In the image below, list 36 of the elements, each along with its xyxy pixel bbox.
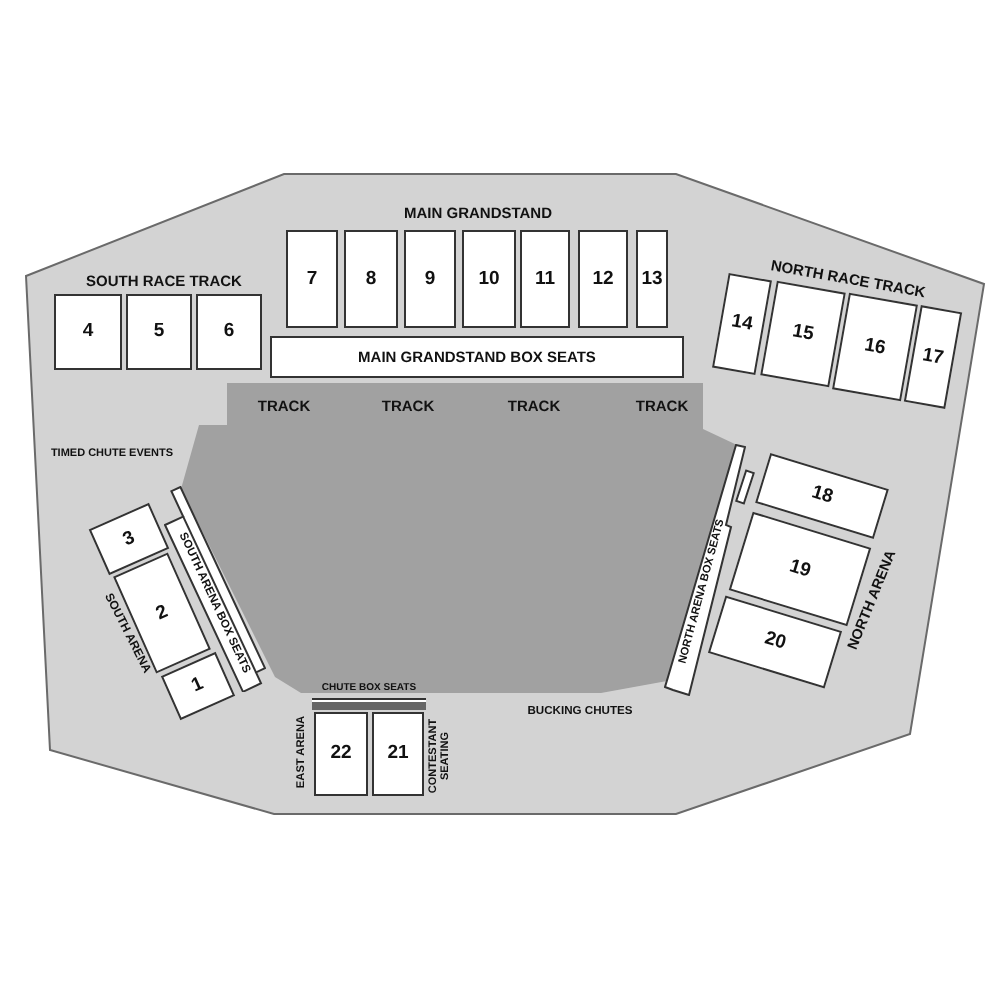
section-number: 11 <box>534 269 556 289</box>
section-number: 2 <box>154 602 172 624</box>
section-number: 13 <box>641 269 663 289</box>
seating-section <box>270 336 684 378</box>
seating-section <box>196 294 262 370</box>
section-number: 12 <box>592 269 614 289</box>
section-number: 7 <box>306 269 318 289</box>
section-number: 14 <box>728 312 754 336</box>
section-number: 22 <box>330 744 352 764</box>
seating-section <box>314 712 368 796</box>
section-number: 17 <box>919 344 945 368</box>
section-number: 10 <box>478 269 500 289</box>
seating-section <box>344 230 398 328</box>
seating-section <box>636 230 668 328</box>
seating-section <box>462 230 516 328</box>
section-number: 19 <box>787 555 813 581</box>
section-number: 15 <box>789 322 815 346</box>
section-number: 16 <box>861 334 887 358</box>
seating-section <box>126 294 192 370</box>
section-number: 3 <box>120 527 138 550</box>
seating-section <box>54 294 122 370</box>
section-number: 21 <box>387 744 409 764</box>
seating-section <box>520 230 570 328</box>
section-number: 4 <box>82 322 94 342</box>
arena-floor <box>179 381 737 693</box>
seating-section <box>404 230 456 328</box>
section-number: 18 <box>809 483 835 509</box>
section-number: 6 <box>223 322 235 342</box>
section-number: 20 <box>762 630 789 655</box>
seating-section <box>372 712 424 796</box>
section-number: 1 <box>189 675 208 697</box>
section-number: 8 <box>365 269 377 289</box>
seating-section <box>286 230 338 328</box>
section-number: 5 <box>153 322 165 342</box>
section-number: 9 <box>424 269 436 289</box>
seating-section <box>578 230 628 328</box>
